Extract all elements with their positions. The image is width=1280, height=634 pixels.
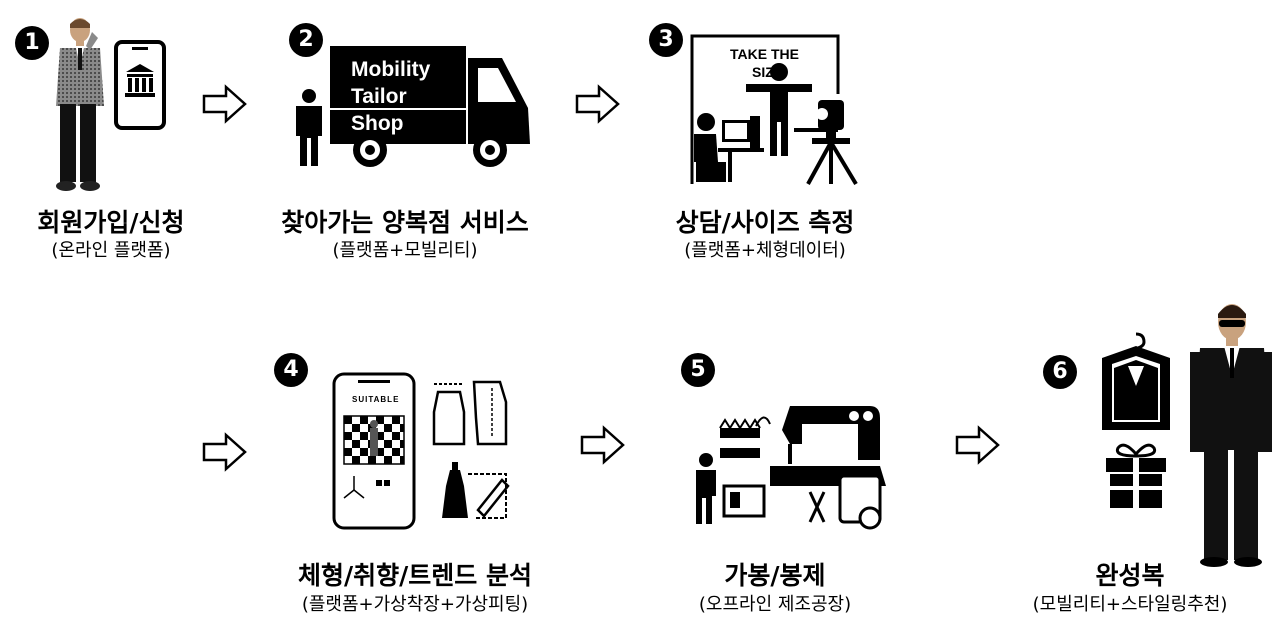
app-label: SUITABLE <box>352 395 400 404</box>
truck-text-line-1: Mobility <box>351 58 431 81</box>
suit-bag-icon <box>1098 332 1174 432</box>
step-6-subtitle: (모빌리티+스타일링추천) <box>1032 594 1228 615</box>
computer-operator-icon <box>688 112 764 184</box>
pattern-pieces-icon <box>430 378 512 526</box>
mobility-truck-icon <box>330 46 535 172</box>
step-1-title: 회원가입/신청 <box>37 208 185 237</box>
arrow-right-icon <box>202 84 248 124</box>
step-5-subtitle: (오프라인 제조공장) <box>698 594 852 615</box>
measurement-board-icon <box>690 34 840 184</box>
arrow-right-icon <box>955 425 1001 465</box>
gift-box-icon <box>1104 440 1168 510</box>
step-5-number: 5 <box>681 353 715 387</box>
smartphone-bank-icon <box>114 40 166 130</box>
step-4-title: 체형/취향/트렌드 분석 <box>298 561 532 590</box>
scanner-tripod-icon <box>800 94 864 186</box>
step-3-title: 상담/사이즈 측정 <box>675 208 855 237</box>
step-2-number: 2 <box>289 23 323 57</box>
truck-text-line-3: Shop <box>351 112 404 135</box>
step-6-title: 완성복 <box>1095 561 1165 590</box>
step-6-number: 6 <box>1043 355 1077 389</box>
step-4-number: 4 <box>274 353 308 387</box>
step-4-subtitle: (플랫폼+가상착장+가상피팅) <box>301 594 529 615</box>
step-2-subtitle: (플랫폼+모빌리티) <box>332 240 478 261</box>
man-in-black-suit-image <box>1188 300 1274 570</box>
step-1-number: 1 <box>15 26 49 60</box>
step-3-subtitle: (플랫폼+체형데이터) <box>684 240 846 261</box>
sewing-factory-icon <box>690 400 890 530</box>
board-text-line-1: TAKE THE <box>730 46 799 62</box>
man-in-suit-image <box>46 16 110 196</box>
arrow-right-icon <box>575 84 621 124</box>
person-icon <box>292 88 326 168</box>
step-3-number: 3 <box>649 23 683 57</box>
step-1-subtitle: (온라인 플랫폼) <box>51 240 171 261</box>
step-2-title: 찾아가는 양복점 서비스 <box>281 208 529 237</box>
arrow-right-icon <box>580 425 626 465</box>
measuring-person-icon <box>744 62 814 158</box>
virtual-fitting-phone-icon <box>332 372 416 530</box>
arrow-right-icon <box>202 432 248 472</box>
step-5-title: 가봉/봉제 <box>724 561 826 590</box>
truck-text-line-2: Tailor <box>351 85 407 108</box>
